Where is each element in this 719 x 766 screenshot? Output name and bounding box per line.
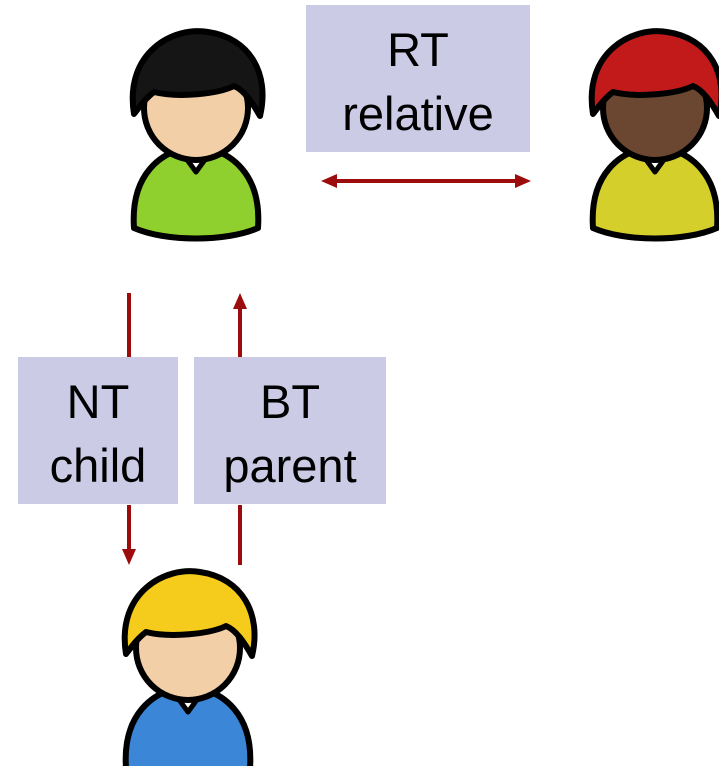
child-label-box bbox=[18, 357, 178, 504]
child-label-line1: NT bbox=[67, 375, 130, 428]
parent-label-box bbox=[194, 357, 386, 504]
parent-arrow bbox=[233, 293, 247, 565]
parent-label-line2: parent bbox=[223, 439, 356, 492]
person-right-icon bbox=[588, 28, 719, 242]
parent-label-line1: BT bbox=[260, 375, 320, 428]
child-label-line2: child bbox=[50, 439, 147, 492]
relative-arrow bbox=[321, 174, 531, 188]
child-arrow bbox=[122, 293, 136, 565]
relative-label-box bbox=[306, 5, 530, 152]
relative-label-line1: RT bbox=[387, 23, 449, 76]
person-bottom-icon bbox=[121, 568, 258, 766]
relative-label-line2: relative bbox=[342, 87, 494, 140]
person-top-icon bbox=[129, 28, 266, 242]
